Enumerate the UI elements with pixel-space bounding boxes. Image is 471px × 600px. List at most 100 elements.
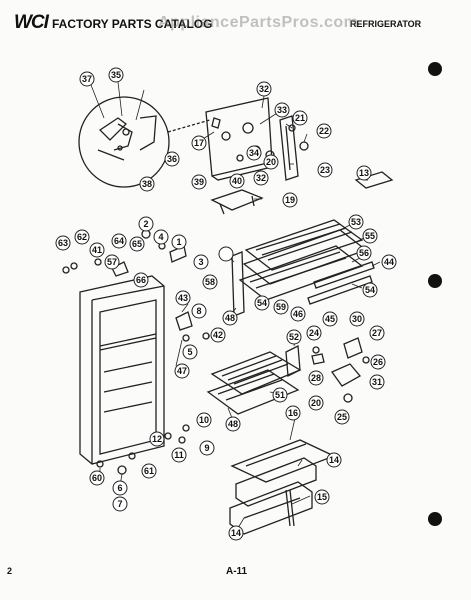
callout-14a: 14 — [326, 452, 342, 468]
svg-text:43: 43 — [178, 293, 188, 303]
callout-9: 9 — [199, 440, 215, 456]
shelf-rail-right — [313, 261, 375, 289]
svg-text:60: 60 — [92, 473, 102, 483]
svg-text:25: 25 — [337, 412, 347, 422]
svg-text:62: 62 — [77, 232, 87, 242]
center-hinge — [175, 311, 193, 331]
svg-text:31: 31 — [372, 377, 382, 387]
svg-text:5: 5 — [187, 347, 192, 357]
svg-text:14: 14 — [329, 455, 339, 465]
callout-15: 15 — [314, 489, 330, 505]
callout-63: 63 — [55, 235, 71, 251]
binder-hole-bottom — [428, 512, 442, 526]
svg-text:30: 30 — [352, 314, 362, 324]
callout-51: 51 — [272, 387, 288, 403]
callout-25: 25 — [334, 409, 350, 425]
callout-21: 21 — [292, 110, 308, 126]
mounting-bracket — [210, 189, 264, 211]
svg-text:46: 46 — [293, 309, 303, 319]
callout-10: 10 — [196, 412, 212, 428]
svg-text:58: 58 — [205, 277, 215, 287]
svg-text:61: 61 — [144, 466, 154, 476]
svg-text:26: 26 — [373, 357, 383, 367]
callout-58: 58 — [202, 274, 218, 290]
callout-20a: 20 — [263, 154, 279, 170]
svg-text:54: 54 — [365, 285, 375, 295]
callout-55: 55 — [362, 228, 378, 244]
callout-46: 46 — [290, 306, 306, 322]
svg-text:57: 57 — [107, 257, 117, 267]
callout-20b: 20 — [308, 395, 324, 411]
callout-43: 43 — [175, 290, 191, 306]
callout-13: 13 — [356, 165, 372, 181]
svg-text:39: 39 — [194, 177, 204, 187]
svg-text:47: 47 — [177, 366, 187, 376]
callout-17: 17 — [191, 135, 207, 151]
svg-text:32: 32 — [259, 84, 269, 94]
callout-2: 2 — [138, 216, 154, 232]
svg-text:65: 65 — [132, 239, 142, 249]
callout-labels: 37 35 36 38 32 33 21 22 17 34 20 23 39 4… — [55, 67, 397, 541]
page-number: 2 — [7, 566, 13, 576]
svg-text:4: 4 — [158, 232, 163, 242]
callout-7: 7 — [112, 496, 128, 512]
callout-48a: 48 — [222, 310, 238, 326]
callout-56: 56 — [356, 245, 372, 261]
svg-text:22: 22 — [319, 126, 329, 136]
screw-part — [299, 141, 309, 151]
svg-text:21: 21 — [295, 113, 305, 123]
control-panel-assembly — [205, 97, 278, 181]
callout-66: 66 — [133, 272, 149, 288]
binder-hole-top — [428, 62, 442, 76]
svg-text:3: 3 — [198, 257, 203, 267]
callout-31: 31 — [369, 374, 385, 390]
callout-45: 45 — [322, 311, 338, 327]
svg-text:17: 17 — [194, 138, 204, 148]
callout-32b: 32 — [253, 170, 269, 186]
svg-text:37: 37 — [82, 74, 92, 84]
crisper-drawer-lower — [229, 481, 313, 535]
callout-38: 38 — [139, 176, 155, 192]
callout-41: 41 — [89, 242, 105, 258]
svg-text:33: 33 — [277, 105, 287, 115]
svg-text:8: 8 — [196, 306, 201, 316]
shelf-side-panel — [231, 251, 245, 317]
svg-text:66: 66 — [136, 275, 146, 285]
callout-34: 34 — [246, 145, 262, 161]
appliance-type: REFRIGERATOR — [350, 19, 422, 29]
callout-23: 23 — [317, 162, 333, 178]
callout-54b: 54 — [254, 295, 270, 311]
callout-61: 61 — [141, 463, 157, 479]
callout-48b: 48 — [225, 416, 241, 432]
catalog-header: WCI FACTORY PARTS CATALOG REFRIGERATOR A… — [8, 10, 448, 34]
svg-text:40: 40 — [232, 176, 242, 186]
callout-11: 11 — [171, 447, 187, 463]
callout-12: 12 — [149, 431, 165, 447]
svg-text:15: 15 — [317, 492, 327, 502]
svg-text:12: 12 — [152, 434, 162, 444]
refrigerator-cabinet — [79, 275, 165, 465]
hinge-detail-drawing — [97, 115, 157, 161]
callout-64: 64 — [111, 233, 127, 249]
callout-59: 59 — [273, 299, 289, 315]
svg-text:45: 45 — [325, 314, 335, 324]
svg-text:55: 55 — [365, 231, 375, 241]
callout-33: 33 — [274, 102, 290, 118]
svg-text:1: 1 — [176, 237, 181, 247]
svg-text:20: 20 — [266, 157, 276, 167]
svg-text:28: 28 — [311, 373, 321, 383]
svg-text:54: 54 — [257, 298, 267, 308]
svg-text:44: 44 — [384, 257, 394, 267]
callout-8: 8 — [191, 303, 207, 319]
svg-text:16: 16 — [288, 408, 298, 418]
svg-text:10: 10 — [199, 415, 209, 425]
callout-24: 24 — [306, 325, 322, 341]
svg-text:48: 48 — [228, 419, 238, 429]
svg-text:42: 42 — [213, 330, 223, 340]
callout-54a: 54 — [362, 282, 378, 298]
callout-6: 6 — [112, 480, 128, 496]
svg-text:56: 56 — [359, 248, 369, 258]
callout-35: 35 — [108, 67, 124, 83]
trim-strip — [354, 171, 394, 189]
